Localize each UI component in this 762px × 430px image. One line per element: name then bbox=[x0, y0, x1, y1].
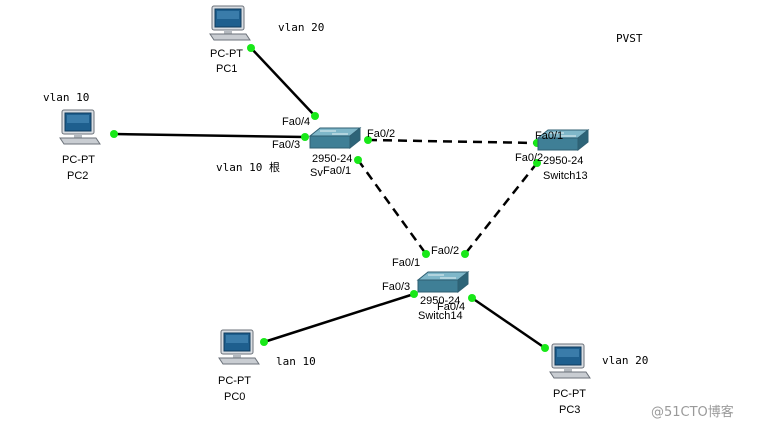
pc3-name-label: PC3 bbox=[559, 404, 580, 416]
port-label-sw14-fa02: Fa0/2 bbox=[431, 245, 459, 257]
port-label-sw14-fa01: Fa0/1 bbox=[392, 257, 420, 269]
pc-node-pc3[interactable] bbox=[549, 343, 591, 379]
switch-icon bbox=[417, 271, 469, 293]
diagram-title: PVST bbox=[616, 32, 643, 45]
watermark: @51CTO博客 bbox=[651, 404, 734, 420]
port-label-sw13-fa02: Fa0/2 bbox=[515, 152, 543, 164]
pc3-type-label: PC-PT bbox=[553, 388, 586, 400]
pc1-name-label: PC1 bbox=[216, 63, 237, 75]
sw12-name-label: Sv bbox=[310, 167, 323, 179]
vlan-note-pc2: vlan 10 bbox=[43, 91, 89, 104]
pc-icon bbox=[209, 5, 251, 41]
vlan-note-pc3: vlan 20 bbox=[602, 354, 648, 367]
sw14-model-label: 2950-24 bbox=[420, 295, 460, 307]
sw13-model-label: 2950-24 bbox=[543, 155, 583, 167]
link-sw13-sw14[interactable] bbox=[464, 162, 538, 255]
port-label-sw12-fa03: Fa0/3 bbox=[272, 139, 300, 151]
pc-node-pc0[interactable] bbox=[218, 329, 260, 365]
port-label-sw12-fa04: Fa0/4 bbox=[282, 116, 310, 128]
pc-icon bbox=[59, 109, 101, 145]
switch-icon bbox=[309, 127, 361, 149]
pc0-type-label: PC-PT bbox=[218, 375, 251, 387]
pc-node-pc2[interactable] bbox=[59, 109, 101, 145]
pc-icon bbox=[549, 343, 591, 379]
sw13-name-label: Switch13 bbox=[543, 170, 588, 182]
link-pc3-sw14[interactable] bbox=[471, 296, 546, 350]
vlan-note-pc0: lan 10 bbox=[276, 355, 316, 368]
root-bridge-note: vlan 10 根 bbox=[216, 160, 280, 174]
link-pc0-sw14[interactable] bbox=[263, 292, 415, 344]
pc-icon bbox=[218, 329, 260, 365]
sw14-name-label: Switch14 bbox=[418, 310, 463, 322]
link-sw12-sw14[interactable] bbox=[356, 159, 428, 255]
vlan-note-pc1: vlan 20 bbox=[278, 21, 324, 34]
pc0-name-label: PC0 bbox=[224, 391, 245, 403]
port-label-sw12-fa01: Fa0/1 bbox=[323, 165, 351, 177]
port-label-sw13-fa01: Fa0/1 bbox=[535, 130, 563, 142]
pc2-type-label: PC-PT bbox=[62, 154, 95, 166]
pc2-name-label: PC2 bbox=[67, 170, 88, 182]
link-end-dots bbox=[110, 44, 549, 352]
switch-node-sw12[interactable] bbox=[309, 127, 361, 149]
port-label-sw14-fa04: Fa0/4 bbox=[437, 301, 465, 313]
pc-node-pc1[interactable] bbox=[209, 5, 251, 41]
link-sw12-sw13[interactable] bbox=[367, 138, 538, 145]
pc1-type-label: PC-PT bbox=[210, 48, 243, 60]
port-label-sw14-fa03: Fa0/3 bbox=[382, 281, 410, 293]
link-pc1-sw12[interactable] bbox=[250, 47, 316, 117]
sw12-model-label: 2950-24 bbox=[312, 153, 352, 165]
port-label-sw12-fa02: Fa0/2 bbox=[367, 128, 395, 140]
switch-node-sw14[interactable] bbox=[417, 271, 469, 293]
link-pc2-sw12[interactable] bbox=[113, 132, 306, 139]
